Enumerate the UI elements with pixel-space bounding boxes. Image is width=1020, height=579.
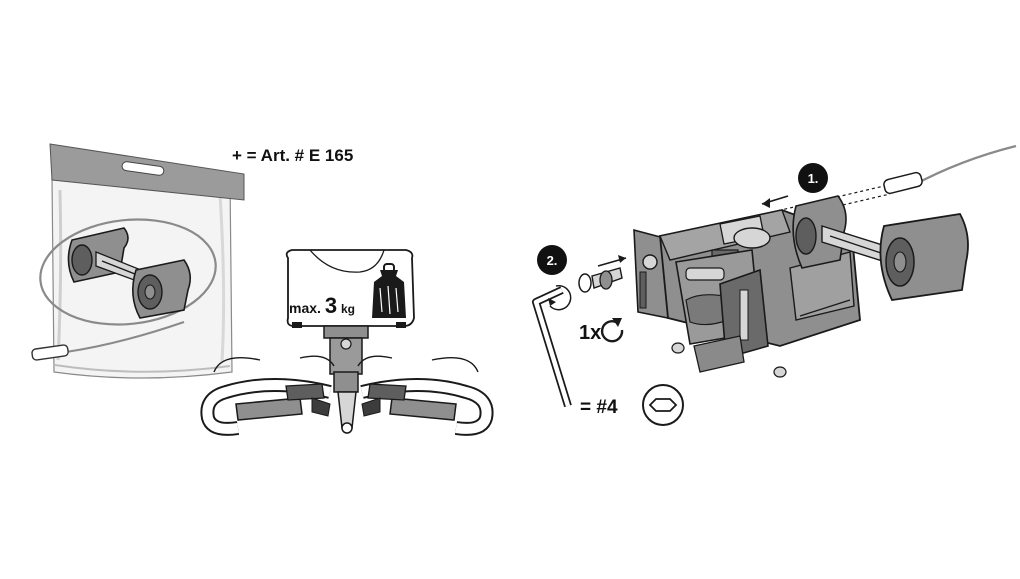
max-load-unit: kg: [340, 302, 355, 316]
hex-key-size-label: = #4: [580, 397, 618, 418]
handlebar-illustration: [200, 249, 494, 436]
weight-icon: [372, 263, 406, 318]
max-load-prefix: max.: [289, 300, 321, 316]
max-load-label: max. 3 kg: [289, 293, 355, 319]
accessory-article-label: + = Art. # E 165: [232, 146, 354, 165]
rotate-clockwise-icon: [600, 318, 624, 343]
screw-count-label: 1x: [579, 322, 602, 344]
max-load-value: 3: [324, 293, 338, 318]
step-1-badge: 1.: [798, 163, 828, 193]
hex-socket-icon: [642, 384, 684, 426]
mount-assembly: [578, 144, 1017, 378]
hex-key-icon: [532, 284, 572, 408]
accessory-package: [31, 143, 245, 379]
step-2-badge: 2.: [537, 245, 567, 275]
